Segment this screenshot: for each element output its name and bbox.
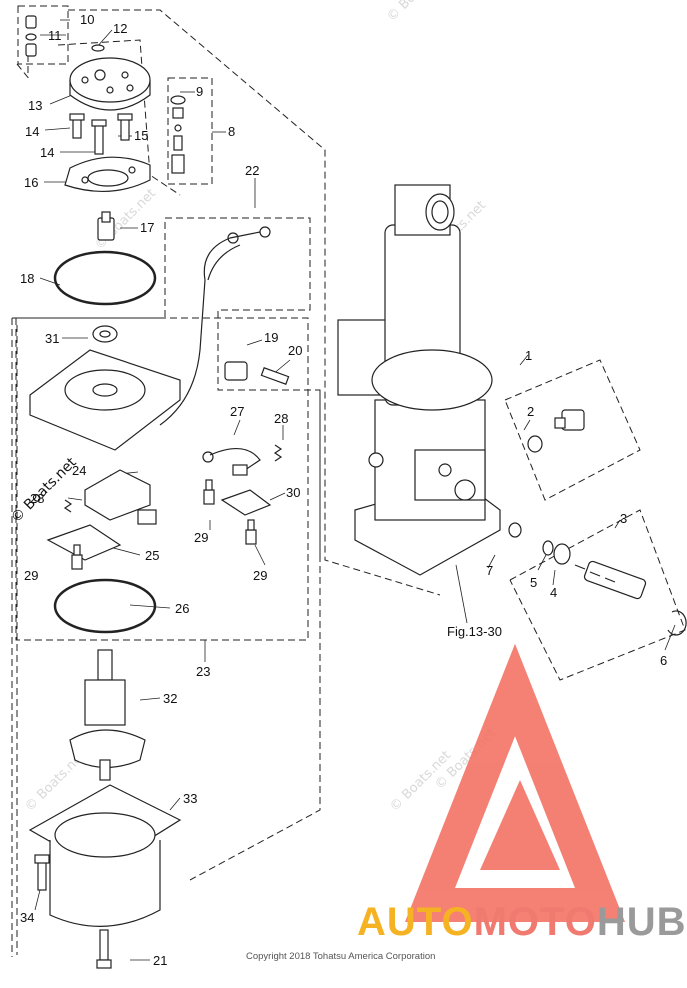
motor-end-housing-icon xyxy=(29,349,181,451)
callout-28a: 28 xyxy=(274,411,288,426)
brand-part-moto: MOTO xyxy=(473,900,597,944)
parts-drawings xyxy=(25,15,687,969)
dashed-group-lines xyxy=(11,5,686,957)
pump-cover-icon xyxy=(69,57,151,111)
brush-plate-icon xyxy=(46,524,122,561)
coupling-icon xyxy=(97,211,115,241)
callout-26: 26 xyxy=(175,601,189,616)
callout-34: 34 xyxy=(20,910,34,925)
callout-17: 17 xyxy=(140,220,154,235)
callout-23: 23 xyxy=(196,664,210,679)
callout-14a: 14 xyxy=(25,124,39,139)
callout-12: 12 xyxy=(113,21,127,36)
callout-14b: 14 xyxy=(40,145,54,160)
seal-kit-icon xyxy=(25,15,37,57)
callout-30: 30 xyxy=(286,485,300,500)
valve-stack-icon xyxy=(170,95,186,174)
callout-9: 9 xyxy=(196,84,203,99)
callout-11: 11 xyxy=(48,28,62,43)
brush-lead-icon xyxy=(202,448,261,476)
washer-icon xyxy=(542,540,554,556)
callout-25: 25 xyxy=(145,548,159,563)
callout-27: 27 xyxy=(230,404,244,419)
callout-31: 31 xyxy=(45,331,59,346)
callout-numbers: 1 2 3 4 5 6 7 8 9 10 11 12 13 14 14 15 1… xyxy=(20,12,667,968)
automotohub-logo-icon xyxy=(404,643,626,922)
callout-32: 32 xyxy=(163,691,177,706)
callout-33: 33 xyxy=(183,791,197,806)
callout-19: 19 xyxy=(264,330,278,345)
bearing-icon xyxy=(92,325,118,343)
pump-body-icon xyxy=(64,156,151,192)
motor-housing-icon xyxy=(28,784,182,927)
spring-icon xyxy=(63,444,283,513)
callout-20: 20 xyxy=(288,343,302,358)
brand-part-auto: AUTO xyxy=(357,900,474,944)
callout-13: 13 xyxy=(28,98,42,113)
screw-icon xyxy=(260,367,290,385)
callout-29b: 29 xyxy=(253,568,267,583)
relief-valve-icon xyxy=(574,560,647,600)
small-screw-icon xyxy=(71,479,257,570)
figure-reference: Fig.13-30 xyxy=(447,624,502,639)
bracket-icon xyxy=(220,489,272,516)
o-ring-small-icon xyxy=(553,543,571,565)
callout-5: 5 xyxy=(530,575,537,590)
bolt-icon xyxy=(69,113,133,155)
clamp-icon xyxy=(224,361,248,381)
callout-16: 16 xyxy=(24,175,38,190)
circlip-icon xyxy=(667,610,687,636)
callout-24: 24 xyxy=(72,463,86,478)
callout-22: 22 xyxy=(245,163,259,178)
callout-1: 1 xyxy=(525,348,532,363)
o-ring-icon xyxy=(91,44,105,52)
callout-2: 2 xyxy=(527,404,534,419)
brand-part-hub: HUB xyxy=(596,900,687,944)
leader-lines xyxy=(34,19,676,961)
large-o-ring-icon xyxy=(53,250,157,306)
callout-29a: 29 xyxy=(194,530,208,545)
plug-icon xyxy=(554,409,585,431)
callout-28b: 28 xyxy=(30,491,44,506)
copyright-text: Copyright 2018 Tohatsu America Corporati… xyxy=(246,951,436,962)
motor-o-ring-icon xyxy=(53,578,157,634)
watermark-1: © Boats.net xyxy=(384,0,451,25)
long-bolt-icon xyxy=(34,854,112,969)
brush-holder-icon xyxy=(84,469,157,525)
callout-3: 3 xyxy=(620,511,627,526)
tilt-cylinder-icon xyxy=(337,184,501,576)
callout-21: 21 xyxy=(153,953,167,968)
callout-29c: 29 xyxy=(24,568,38,583)
callout-7: 7 xyxy=(486,563,493,578)
callout-8: 8 xyxy=(228,124,235,139)
callout-18: 18 xyxy=(20,271,34,286)
automotohub-brand: AUTOMOTOHUB xyxy=(357,902,687,942)
callout-15: 15 xyxy=(134,128,148,143)
seal-ring-icon xyxy=(527,435,543,453)
callout-6: 6 xyxy=(660,653,667,668)
seal-icon xyxy=(508,522,522,538)
armature-icon xyxy=(69,649,146,781)
callout-4: 4 xyxy=(550,585,557,600)
callout-10: 10 xyxy=(80,12,94,27)
wire-harness-icon xyxy=(159,226,271,426)
